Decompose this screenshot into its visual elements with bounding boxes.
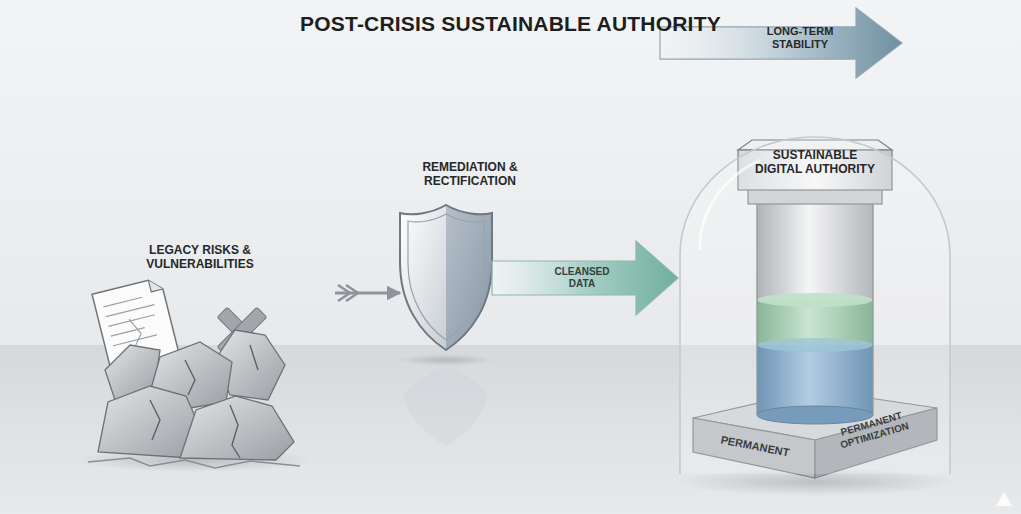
watermark-symbol (996, 492, 1012, 506)
shadow (398, 354, 494, 366)
node-label: SUSTAINABLE DIGITAL AUTHORITY (755, 148, 875, 176)
shield-node: REMEDIATION & RECTIFICATION (400, 205, 492, 350)
node-label: LEGACY RISKS & VULNERABILITIES (135, 243, 265, 271)
node-label: LONG-TERM STABILITY (760, 25, 840, 51)
rubble-pile (75, 277, 315, 472)
connector-arrow (335, 292, 400, 295)
shield-inner (408, 214, 484, 340)
glass-dome (680, 137, 950, 474)
dome-highlight (700, 160, 760, 250)
flow-arrow (492, 241, 678, 315)
diagram-title: POST-CRISIS SUSTAINABLE AUTHORITY (0, 12, 1021, 36)
shield-reflection (404, 366, 488, 446)
edge-label: CLEANSED DATA (547, 266, 617, 290)
rubble-node: LEGACY RISKS & VULNERABILITIES (92, 238, 335, 460)
rock-cracks (150, 345, 258, 458)
paper-fold (148, 277, 163, 292)
arrow-outline (660, 8, 902, 78)
pillar-node: SUSTAINABLE DIGITAL AUTHORITY (678, 138, 950, 488)
shield-outline (400, 205, 492, 350)
pillar (675, 137, 955, 496)
node-label: REMEDIATION & RECTIFICATION (405, 160, 535, 188)
shield (398, 205, 494, 446)
